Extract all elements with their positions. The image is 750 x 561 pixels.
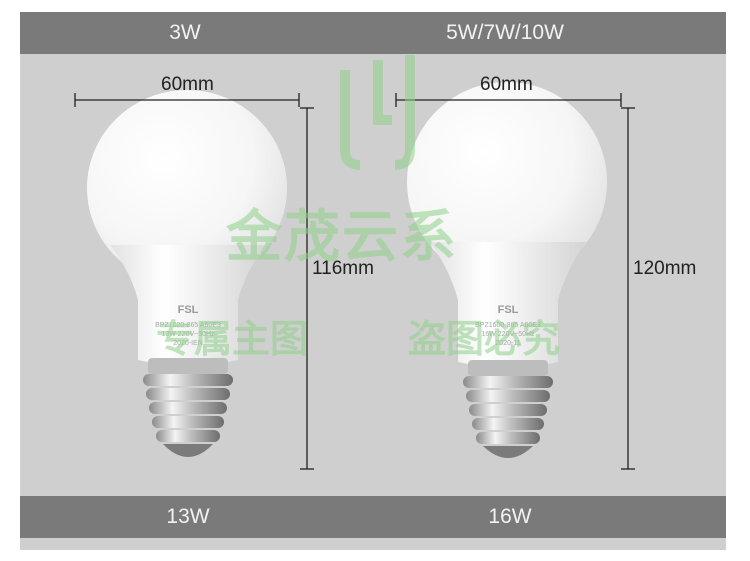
right-print-line-1: BPZ1600-865 A60E3 bbox=[475, 322, 541, 329]
right-brand-print: FSL bbox=[498, 304, 519, 316]
left-print-line-1: BPZ1020-865 A60E3 bbox=[155, 322, 221, 329]
watermark-logo-icon bbox=[340, 55, 415, 170]
right-width-label: 60mm bbox=[480, 74, 533, 95]
right-print-line-3: 2020-11 bbox=[495, 340, 520, 347]
wattage-label-5-7-10w: 5W/7W/10W bbox=[446, 21, 564, 44]
left-print-line-3: 2020-IEN bbox=[173, 340, 203, 347]
wattage-label-16w: 16W bbox=[488, 505, 532, 528]
left-print-line-2: 13W 220V~50Hz bbox=[161, 331, 215, 338]
right-print-line-2: 16W 220V~50Hz bbox=[481, 331, 535, 338]
left-bulb bbox=[87, 90, 287, 457]
wattage-label-3w: 3W bbox=[169, 21, 201, 44]
watermark-main-text: 金茂云系 bbox=[226, 205, 458, 270]
left-brand-print: FSL bbox=[178, 304, 199, 316]
wattage-label-13w: 13W bbox=[166, 505, 210, 528]
left-width-label: 60mm bbox=[161, 74, 214, 95]
bottom-wattage-bar: 13W 16W bbox=[20, 496, 726, 538]
dimension-lines bbox=[74, 93, 635, 470]
watermark-left-text: 专属主图 bbox=[156, 317, 309, 361]
left-height-label: 116mm bbox=[312, 258, 374, 279]
top-wattage-bar: 3W 5W/7W/10W bbox=[20, 12, 726, 54]
right-bulb bbox=[407, 82, 607, 458]
right-height-label: 120mm bbox=[633, 258, 697, 279]
watermark-right-text: 盗图必究 bbox=[408, 317, 561, 361]
